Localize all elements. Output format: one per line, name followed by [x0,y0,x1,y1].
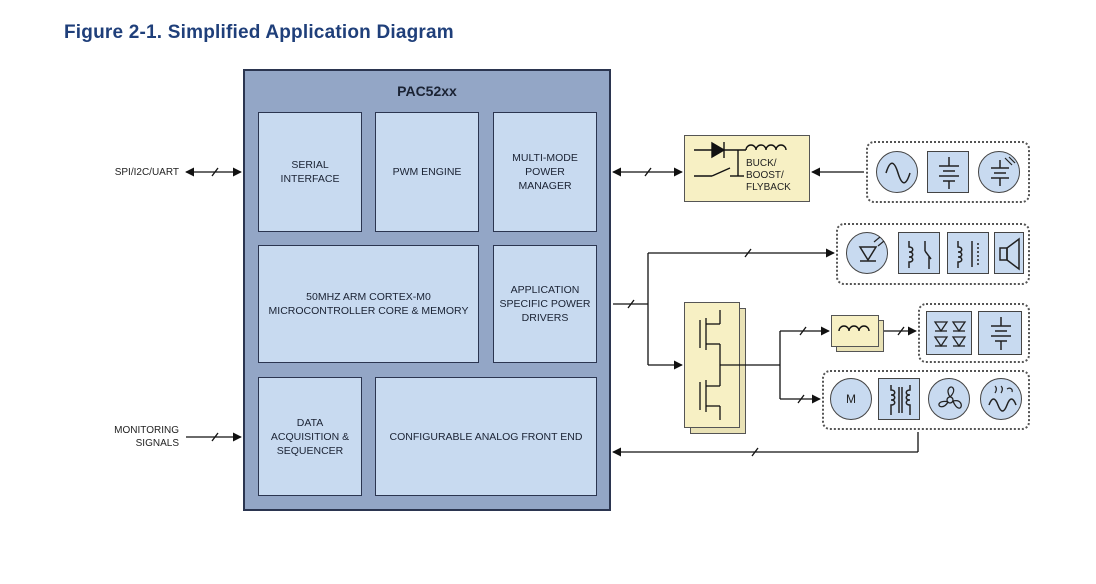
motor-letter: M [846,392,856,406]
monitoring-label-text: MONITORING SIGNALS [114,425,179,449]
loads-inductor-group [918,303,1030,363]
loads-top-group [836,223,1030,285]
power-drivers-block: APPLICATION SPECIFIC POWER DRIVERS [493,245,597,363]
power-manager-block: MULTI-MODE POWER MANAGER [493,112,597,232]
solenoid-icon [947,232,989,274]
monitoring-label: MONITORING SIGNALS [84,424,179,450]
fan-icon [928,378,970,420]
converter-label: BUCK/ BOOST/ FLYBACK [746,158,791,193]
battery-icon [927,151,969,193]
motor-icon: M [830,378,872,420]
led-icon [846,232,888,274]
speaker-icon [994,232,1024,274]
motor-loads-group [822,370,1030,430]
spi-label: SPI/I2C/UART [114,167,179,178]
power-sources-group [866,141,1030,203]
figure-title: Figure 2-1. Simplified Application Diagr… [64,22,454,43]
ac-sine-icon [876,151,918,193]
afe-block: CONFIGURABLE ANALOG FRONT END [375,377,597,496]
chip-name: PAC52xx [397,83,457,99]
relay-icon [898,232,940,274]
daq-block: DATA ACQUISITION & SEQUENCER [258,377,362,496]
battery-load-icon [978,311,1022,355]
pwm-engine-block: PWM ENGINE [375,112,479,232]
heater-icon [980,378,1022,420]
solar-cell-icon [978,151,1020,193]
serial-interface-block: SERIAL INTERFACE [258,112,362,232]
led-array-icon [926,311,972,355]
mcu-block: 50MHz ARM CORTEX-M0 MICROCONTROLLER CORE… [258,245,479,363]
transformer-icon [878,378,920,420]
